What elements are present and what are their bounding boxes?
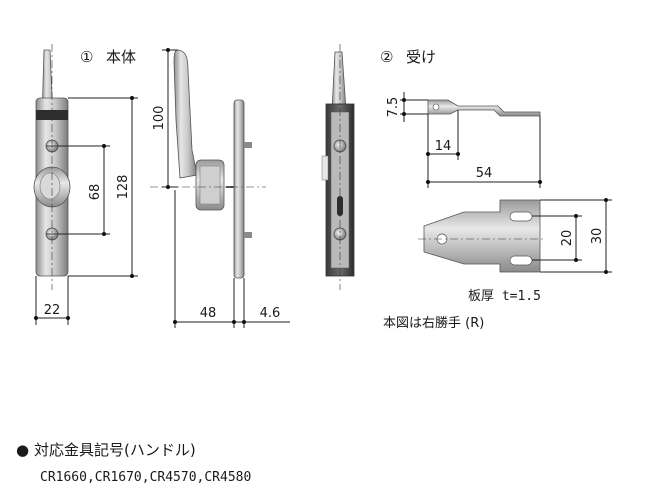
- dim-handle-height-label: 100: [152, 106, 167, 131]
- dim-strike-offset: 14: [426, 110, 460, 160]
- body-front-view: [33, 44, 71, 290]
- dim-handle-depth: 48 4.6: [173, 190, 290, 328]
- dim-strike-pitch: 20: [532, 214, 582, 262]
- compatible-models: CR1660,CR1670,CR4570,CR4580: [40, 470, 251, 485]
- dim-strike-length-label: 54: [476, 166, 493, 181]
- compatible-bullet: ●: [16, 441, 29, 459]
- dim-handle-depth-label: 48: [200, 306, 217, 321]
- compatible-heading: 対応金具記号(ハンドル): [34, 441, 196, 459]
- dim-strike-length: 54: [426, 116, 542, 188]
- dim-body-height: 128: [68, 96, 138, 278]
- body-view-title: 本体: [106, 48, 136, 66]
- dim-handle-height: 100: [152, 48, 178, 189]
- dim-body-width-label: 22: [44, 303, 61, 318]
- dim-strike-offset-label: 14: [435, 139, 452, 154]
- dim-strike-width-label: 30: [590, 228, 605, 245]
- dim-strike-pitch-label: 20: [560, 230, 575, 247]
- strike-side-view: [427, 99, 541, 117]
- body-back-view: [321, 44, 355, 290]
- strike-view-number: ②: [380, 48, 393, 66]
- orientation-note: 本図は右勝手 (R): [383, 316, 484, 331]
- strike-view-title: 受け: [406, 48, 436, 66]
- dim-plate-thickness-label: 4.6: [260, 306, 281, 321]
- dim-strike-step-label: 7.5: [386, 97, 401, 118]
- strike-top-view: [418, 199, 546, 273]
- dim-body-pitch: 68: [58, 144, 110, 236]
- dim-strike-step: 7.5: [386, 92, 428, 122]
- dim-body-width: 22: [34, 276, 70, 325]
- dim-body-height-label: 128: [116, 175, 131, 200]
- body-side-view: [150, 49, 266, 279]
- dim-strike-width: 30: [540, 198, 612, 274]
- thickness-note: 板厚 t=1.5: [468, 289, 541, 304]
- body-view-number: ①: [80, 48, 93, 66]
- dim-body-pitch-label: 68: [88, 184, 103, 201]
